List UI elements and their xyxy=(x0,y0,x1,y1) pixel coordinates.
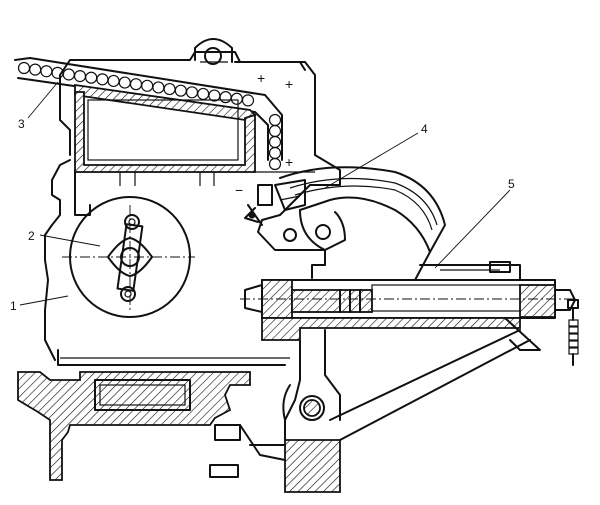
support-frame xyxy=(209,329,531,493)
feed-ball xyxy=(174,84,187,97)
trip-mechanism xyxy=(244,184,273,226)
lifting-lug: + + + − xyxy=(194,38,306,198)
feed-ball xyxy=(268,135,282,149)
ball-feed-magazine xyxy=(14,57,283,173)
base-rail xyxy=(17,371,251,481)
feed-balls xyxy=(17,61,282,171)
callout-2: 2 xyxy=(28,229,35,243)
feed-ball xyxy=(62,68,75,81)
callout-1: 1 xyxy=(10,299,17,313)
svg-text:−: − xyxy=(235,182,243,198)
feed-ball xyxy=(268,146,282,160)
callout-3: 3 xyxy=(18,117,25,131)
feed-ball xyxy=(241,94,255,107)
feed-ball xyxy=(219,91,232,104)
svg-text:+: + xyxy=(285,154,293,170)
curved-guide-chute xyxy=(274,166,446,281)
feed-ball xyxy=(17,61,31,75)
rotor-disk xyxy=(62,196,195,318)
feed-ball xyxy=(129,78,143,91)
feed-ball xyxy=(85,71,98,84)
feed-ball xyxy=(40,65,53,78)
feed-ball xyxy=(268,113,282,127)
svg-text:+: + xyxy=(285,76,293,92)
feed-ball xyxy=(152,81,165,94)
feed-ball xyxy=(208,89,221,102)
feed-ball xyxy=(268,124,282,138)
feed-ball xyxy=(29,63,42,76)
svg-text:+: + xyxy=(257,70,265,86)
feed-ball xyxy=(230,92,243,105)
feed-ball xyxy=(197,87,210,101)
callout-5: 5 xyxy=(508,177,515,191)
callout-leaders xyxy=(19,81,511,306)
feed-ball xyxy=(185,86,199,99)
callout-4: 4 xyxy=(421,122,428,136)
feed-ball xyxy=(141,79,154,92)
feed-ball xyxy=(73,69,87,83)
feed-ball xyxy=(268,157,282,171)
feed-ball xyxy=(96,73,109,86)
feed-ball xyxy=(118,76,131,89)
feed-ball xyxy=(107,74,120,88)
feed-ball xyxy=(163,82,176,96)
hydraulic-cylinder xyxy=(240,261,579,366)
